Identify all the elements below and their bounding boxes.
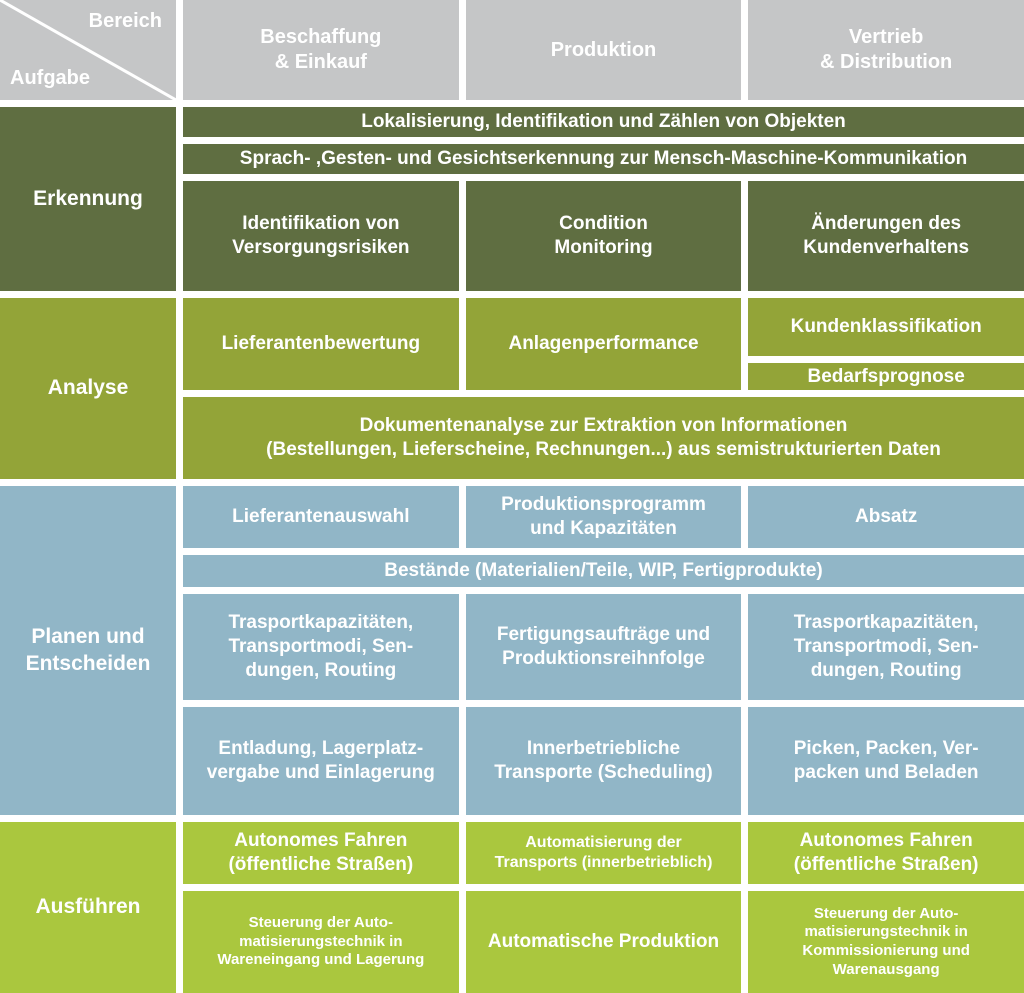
cell-erkennung-vertrieb: Änderungen des Kundenverhaltens — [748, 181, 1024, 291]
row-planen-entscheiden: Planen und Entscheiden Lieferantenauswah… — [0, 486, 1024, 815]
row-erkennung: Erkennung Lokalisierung, Identifikation … — [0, 107, 1024, 291]
cell-ausfuehren-autonomes-fahren-vertrieb: Autonomes Fahren (öffentliche Straßen) — [748, 822, 1024, 884]
cell-planen-entladung: Entladung, Lagerplatz- vergabe und Einla… — [183, 707, 459, 815]
cell-erkennung-span-lokalisierung: Lokalisierung, Identifikation und Zählen… — [183, 107, 1024, 137]
cell-analyse-produktion: Anlagenperformance — [465, 298, 742, 390]
cell-analyse-beschaffung: Lieferantenbewertung — [183, 298, 459, 390]
cell-planen-transport-vertrieb: Trasportkapazitäten, Transportmodi, Sen-… — [748, 594, 1024, 700]
row-analyse: Analyse Lieferantenbewertung Anlagenperf… — [0, 298, 1024, 479]
cell-erkennung-produktion: Condition Monitoring — [465, 181, 742, 291]
corner-header-cell: Bereich Aufgabe — [0, 0, 176, 100]
cell-planen-picken-packen: Picken, Packen, Ver- packen und Beladen — [748, 707, 1024, 815]
row-label-planen: Planen und Entscheiden — [0, 486, 176, 815]
cell-ausfuehren-steuerung-kommissionierung: Steuerung der Auto- matisierungstechnik … — [748, 891, 1024, 993]
row-label-analyse: Analyse — [0, 298, 176, 479]
cell-analyse-bedarfsprognose: Bedarfsprognose — [748, 363, 1024, 390]
cell-planen-span-bestaende: Bestände (Materialien/Teile, WIP, Fertig… — [183, 555, 1024, 587]
diagonal-divider — [0, 0, 176, 100]
cell-planen-transport-beschaffung: Trasportkapazitäten, Transportmodi, Sen-… — [183, 594, 459, 700]
row-label-ausfuehren: Ausführen — [0, 822, 176, 993]
cell-planen-lieferantenauswahl: Lieferantenauswahl — [183, 486, 459, 548]
column-header-beschaffung: Beschaffung & Einkauf — [183, 0, 459, 100]
cell-planen-innerbetriebliche-transporte: Innerbetriebliche Transporte (Scheduling… — [465, 707, 742, 815]
cell-planen-fertigungsauftraege: Fertigungsaufträge und Produktionsreihnf… — [465, 594, 742, 700]
cell-ausfuehren-automatisierung-transporte: Automatisierung der Transports (innerbet… — [465, 822, 742, 884]
column-header-produktion: Produktion — [465, 0, 742, 100]
cell-analyse-span-dokumentenanalyse: Dokumentenanalyse zur Extraktion von Inf… — [183, 397, 1024, 479]
cell-erkennung-span-spracherkennung: Sprach- ,Gesten- und Gesichtserkennung z… — [183, 144, 1024, 174]
cell-analyse-kundenklassifikation: Kundenklassifikation — [748, 298, 1024, 356]
header-row: Bereich Aufgabe Beschaffung & Einkauf Pr… — [0, 0, 1024, 100]
cell-ausfuehren-autonomes-fahren-beschaffung: Autonomes Fahren (öffentliche Straßen) — [183, 822, 459, 884]
cell-erkennung-beschaffung: Identifikation von Versorgungsrisiken — [183, 181, 459, 291]
row-ausfuehren: Ausführen Autonomes Fahren (öffentliche … — [0, 822, 1024, 993]
column-header-vertrieb: Vertrieb & Distribution — [748, 0, 1024, 100]
cell-ausfuehren-steuerung-wareneingang: Steuerung der Auto- matisierungstechnik … — [183, 891, 459, 993]
cell-planen-absatz: Absatz — [748, 486, 1024, 548]
corner-label-aufgabe: Aufgabe — [10, 67, 90, 89]
row-label-erkennung: Erkennung — [0, 107, 176, 291]
cell-ausfuehren-automatische-produktion: Automatische Produktion — [465, 891, 742, 993]
cell-planen-produktionsprogramm: Produktionsprogramm und Kapazitäten — [465, 486, 742, 548]
corner-label-bereich: Bereich — [88, 10, 162, 32]
